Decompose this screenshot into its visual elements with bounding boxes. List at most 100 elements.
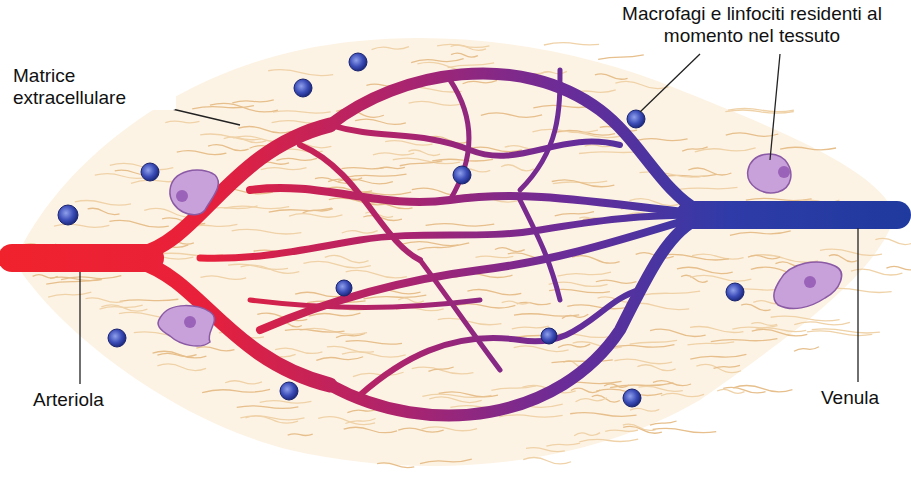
matrix-fiber [157, 364, 206, 371]
matrix-fiber [309, 313, 361, 316]
matrix-fiber [288, 434, 313, 436]
matrix-fiber [439, 392, 498, 397]
matrix-fiber [557, 272, 611, 276]
matrix-fiber [780, 147, 836, 150]
matrix-fiber [438, 318, 502, 324]
matrix-fiber [342, 168, 385, 169]
matrix-fiber [690, 354, 746, 359]
matrix-fiber [495, 248, 525, 252]
matrix-fiber [623, 424, 656, 430]
matrix-fiber [695, 148, 756, 152]
matrix-fiber [630, 340, 677, 344]
matrix-fiber [605, 430, 638, 431]
matrix-fiber [596, 280, 637, 283]
matrix-fiber [289, 214, 342, 218]
matrix-fiber [807, 331, 872, 336]
matrix-fiber [607, 345, 674, 349]
matrix-fiber [408, 150, 440, 156]
matrix-fiber [696, 364, 741, 372]
matrix-fiber [820, 249, 882, 255]
matrix-fiber [687, 342, 734, 345]
matrix-fiber [555, 212, 594, 216]
matrix-fiber [120, 299, 179, 301]
matrix-fiber [630, 408, 659, 411]
matrix-fiber [50, 277, 102, 281]
matrix-fiber [428, 367, 453, 371]
matrix-fiber [238, 127, 291, 133]
capillaries [12, 70, 897, 416]
matrix-fiber [342, 352, 406, 357]
matrix-fiber [711, 339, 778, 342]
matrix-fiber [48, 292, 91, 297]
matrix-fiber [269, 208, 332, 212]
matrix-fiber [752, 329, 808, 336]
matrix-fiber [202, 389, 270, 392]
matrix-fiber [401, 242, 469, 246]
matrix-fiber [75, 201, 131, 206]
matrix-fiber [639, 386, 683, 391]
matrix-fiber [771, 316, 840, 321]
matrix-fiber [196, 347, 234, 351]
matrix-fiber [829, 255, 857, 262]
matrix-fiber [481, 113, 542, 117]
matrix-fiber [411, 59, 464, 63]
matrix-fiber [567, 305, 627, 309]
matrix-fiber [640, 172, 704, 177]
matrix-fiber [571, 388, 600, 392]
matrix-fiber [437, 44, 489, 47]
matrix-fiber [208, 145, 249, 151]
matrix-fiber [355, 119, 406, 124]
matrix-fiber [342, 231, 378, 234]
matrix-fiber [570, 413, 636, 417]
matrix-fiber [532, 129, 597, 132]
matrix-fiber [639, 291, 700, 295]
matrix-fiber [429, 397, 481, 403]
matrix-fiber [576, 398, 607, 402]
matrix-fiber [794, 347, 819, 352]
matrix-fiber [512, 326, 549, 329]
matrix-fiber [723, 387, 765, 393]
matrix-fiber [726, 133, 779, 137]
matrix-fiber [346, 270, 407, 277]
matrix-fiber [886, 266, 911, 269]
matrix-fiber [523, 458, 571, 464]
matrix-fiber [268, 70, 333, 76]
matrix-fiber [623, 426, 662, 433]
matrix-fiber [562, 314, 588, 318]
matrix-fiber [661, 393, 704, 396]
matrix-fiber [615, 81, 668, 88]
matrix-fiber [303, 261, 370, 268]
matrix-fiber [653, 381, 691, 386]
matrix-fiber [327, 346, 374, 352]
matrix-fiber [88, 208, 120, 214]
matrix-fiber [398, 428, 443, 432]
matrix-fiber [285, 329, 345, 332]
matrix-fiber [177, 151, 227, 155]
matrix-fiber [650, 421, 677, 425]
matrix-fiber [679, 187, 738, 189]
matrix-fiber [475, 256, 513, 257]
matrix-fiber [552, 360, 613, 363]
matrix-fiber [741, 304, 770, 310]
matrix-fiber [794, 322, 850, 325]
matrix-fiber [46, 279, 101, 284]
matrix-fiber [558, 344, 590, 347]
matrix-fiber [432, 159, 493, 161]
matrix-fiber [237, 406, 299, 409]
matrix-fiber [232, 229, 302, 234]
matrix-fiber [353, 372, 404, 376]
matrix-fiber [650, 329, 706, 336]
vessel-label: Venula [818, 386, 882, 410]
matrix-fiber [260, 401, 312, 404]
matrix-fiber [232, 100, 273, 103]
matrix-fiber [224, 137, 266, 143]
matrix-fiber [318, 417, 375, 425]
matrix-fiber [751, 323, 777, 326]
vessel-label: Arteriola [30, 388, 107, 412]
matrix-fiber [261, 168, 307, 170]
matrix-fiber [85, 298, 123, 303]
matrix-fiber [730, 231, 791, 236]
matrix-fiber [574, 433, 600, 436]
matrix-fiber [398, 298, 424, 303]
matrix-fiber [400, 161, 443, 166]
